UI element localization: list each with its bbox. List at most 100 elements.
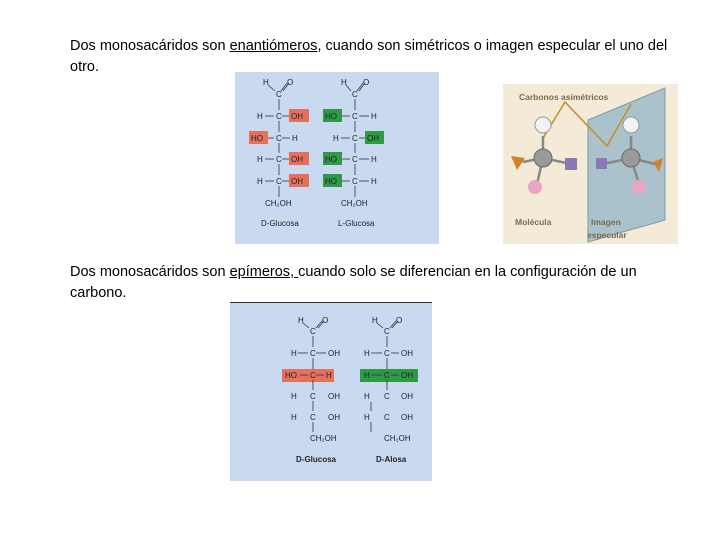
atom-label: C <box>384 392 390 401</box>
atom-label: HO <box>251 134 263 143</box>
label-molecula: Molécula <box>515 217 552 227</box>
bonds <box>265 82 369 197</box>
atom-label: OH <box>401 349 413 358</box>
highlight-ho <box>249 131 268 144</box>
paragraph-text: Dos monosacáridos son <box>70 264 230 280</box>
atom-label: H <box>372 316 378 325</box>
atom-label: CH₂OH <box>310 434 337 443</box>
atom-label: OH <box>291 155 303 164</box>
highlight-row-d-alosa <box>360 369 418 382</box>
atom-label: H <box>326 371 332 380</box>
atom-label: C <box>352 155 358 164</box>
atom-label: H <box>371 177 377 186</box>
highlight-ho <box>323 109 342 122</box>
figure-asymmetric-carbons: Carbonos asimétricos <box>503 84 678 244</box>
atom-label: C <box>384 371 390 380</box>
atom-label: C <box>352 134 358 143</box>
atom-label: HO <box>325 112 337 121</box>
atom-label: H <box>364 392 370 401</box>
atom-label: CH₂OH <box>341 199 368 208</box>
figure-epimers-glucose-allose: H O C H C OH HO C H H C OH H C OH CH₂OH … <box>230 303 432 481</box>
atom-orange <box>653 158 663 172</box>
divider <box>230 302 432 303</box>
atom-label: H <box>364 413 370 422</box>
atom-label: OH <box>291 177 303 186</box>
atom-label: C <box>310 392 316 401</box>
figure-enantiomers-glucose: H O C H C OH HO C H H C OH H C OH CH₂OH … <box>235 72 439 244</box>
highlight-oh <box>289 109 309 122</box>
atom-label: H <box>341 78 347 87</box>
atom-label: C <box>352 177 358 186</box>
atom-label: O <box>363 78 369 87</box>
atom-carbon <box>621 148 641 168</box>
atom-label: C <box>384 413 390 422</box>
highlight-oh <box>289 174 309 187</box>
atom-label: OH <box>328 413 340 422</box>
atom-label: H <box>371 112 377 121</box>
atom-label: C <box>352 112 358 121</box>
atom-label: O <box>287 78 293 87</box>
atom-label: CH₂OH <box>384 434 411 443</box>
atom-label: OH <box>401 392 413 401</box>
atom-label: C <box>310 349 316 358</box>
atom-label: OH <box>401 413 413 422</box>
atom-label: H <box>263 78 269 87</box>
atom-label: H <box>364 371 370 380</box>
atom-label: H <box>291 413 297 422</box>
atom-label: H <box>371 155 377 164</box>
atom-white <box>534 116 552 134</box>
highlight-oh <box>289 152 309 165</box>
atom-label: H <box>292 134 298 143</box>
atom-label: H <box>291 392 297 401</box>
label-imagen: Imagen <box>591 217 621 227</box>
atom-label: H <box>298 316 304 325</box>
atom-label: OH <box>401 371 413 380</box>
atom-label: HO <box>325 155 337 164</box>
connector-line <box>542 100 632 148</box>
paragraph-text: , cuando son simétricos o imagen especul… <box>70 38 668 75</box>
paragraph-text: Dos monosacáridos son <box>70 38 230 54</box>
atom-white <box>622 116 640 134</box>
atom-orange <box>511 156 525 170</box>
label-especular: especular <box>587 230 627 240</box>
atom-label: H <box>333 134 339 143</box>
atom-label: C <box>276 112 282 121</box>
atom-purple <box>596 158 607 169</box>
highlight-oh <box>365 131 384 144</box>
caption-d-alosa: D-Alosa <box>376 455 407 464</box>
atom-label: CH₂OH <box>265 199 292 208</box>
atom-label: H <box>257 177 263 186</box>
highlight-ho <box>323 152 342 165</box>
bonds <box>298 320 399 432</box>
atom-label: OH <box>328 349 340 358</box>
atom-label: C <box>276 155 282 164</box>
atom-label: C <box>310 371 316 380</box>
atom-label: C <box>310 413 316 422</box>
paragraph-text: cuando solo se diferencian en la configu… <box>70 264 637 301</box>
atom-label: H <box>364 349 370 358</box>
atom-label: O <box>396 316 402 325</box>
highlight-row-d-glucosa <box>282 369 334 382</box>
atom-carbon <box>533 148 553 168</box>
atom-pink <box>632 180 646 194</box>
paragraph-epimers: Dos monosacáridos son epímeros, cuando s… <box>70 262 680 304</box>
atom-label: H <box>291 349 297 358</box>
paragraph-enantiomers: Dos monosacáridos son enantiómeros, cuan… <box>70 36 680 78</box>
term-epimeros: epímeros, <box>229 264 299 280</box>
atom-label: HO <box>285 371 297 380</box>
atom-label: O <box>322 316 328 325</box>
highlight-ho <box>323 174 342 187</box>
atom-label: OH <box>328 392 340 401</box>
caption-l-glucosa: L-Glucosa <box>338 219 375 228</box>
atom-label: H <box>257 112 263 121</box>
atom-label: C <box>310 327 316 336</box>
atom-label: OH <box>367 134 379 143</box>
atom-label: C <box>352 90 358 99</box>
atom-label: HO <box>325 177 337 186</box>
molecule-left <box>511 116 577 194</box>
atom-pink <box>528 180 542 194</box>
atom-label: H <box>257 155 263 164</box>
atom-label: C <box>276 90 282 99</box>
caption-d-glucosa: D-Glucosa <box>296 455 337 464</box>
caption-d-glucosa: D-Glucosa <box>261 219 299 228</box>
